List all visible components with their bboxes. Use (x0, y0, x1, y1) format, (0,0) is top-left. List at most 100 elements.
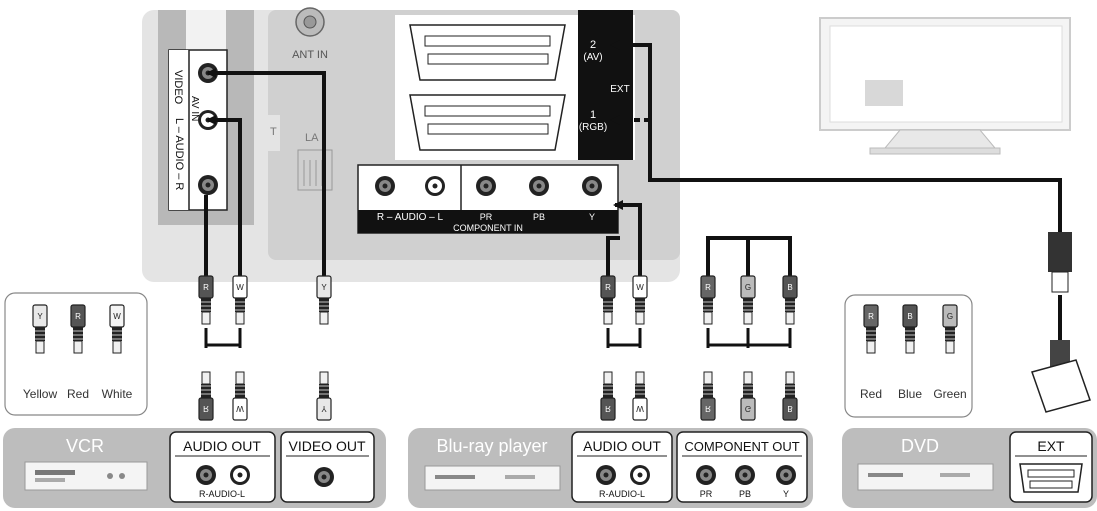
bluray-component-out: COMPONENT OUT PR PB Y (676, 431, 808, 503)
vcr-video-out-label: VIDEO OUT (288, 438, 365, 454)
scart-1-sub: (RGB) (579, 122, 607, 133)
dvd-icon (857, 463, 994, 491)
svg-text:W: W (236, 283, 244, 292)
svg-text:R: R (203, 404, 209, 413)
bluray-pr-label: PR (700, 489, 713, 499)
bluray-audio-l-out-jack (630, 465, 650, 485)
legend-right-red: R (863, 304, 879, 354)
av-in-audio-label: L – AUDIO – R (173, 118, 185, 190)
vcr-video-out-jack (314, 467, 334, 487)
legend-left-white: W (109, 304, 125, 354)
bluray-y-label: Y (783, 489, 789, 499)
legend-right: R B G Red Blue Green (844, 294, 973, 418)
svg-text:R: R (605, 404, 611, 413)
svg-text:R: R (75, 312, 81, 321)
bluray-component-out-label: COMPONENT OUT (684, 439, 799, 454)
lower-plugs: R W Y R W R G B (198, 371, 798, 421)
svg-text:R: R (705, 404, 711, 413)
plug-comp-g-upper: G (740, 275, 756, 325)
scart-1-num: 1 (590, 109, 596, 121)
lower-cable-joins (204, 328, 792, 348)
svg-text:R: R (203, 283, 209, 292)
svg-text:G: G (745, 283, 751, 292)
legend-left-red-label: Red (67, 387, 89, 401)
lan-port: T LA (258, 115, 333, 191)
svg-text:Y: Y (37, 312, 43, 321)
vcr-audio-sub: R-AUDIO-L (199, 489, 245, 499)
scart-connector-1 (409, 94, 566, 151)
svg-text:W: W (236, 404, 244, 413)
svg-text:Y: Y (321, 404, 327, 413)
plug-comp-r-upper: R (700, 275, 716, 325)
svg-text:W: W (636, 404, 644, 413)
tv-rear-panel: VIDEO L – AUDIO – R AV IN ANT IN T LA (142, 7, 680, 282)
vcr-name: VCR (66, 436, 104, 456)
av-in-video-label: VIDEO (172, 70, 184, 105)
vcr-audio-l-out-jack (230, 465, 250, 485)
plug-bluray-r-lower: R (600, 371, 616, 421)
bluray-device: Blu-ray player AUDIO OUT R-AUDIO-L COMPO… (408, 428, 813, 508)
plug-vcr-r-lower: R (198, 371, 214, 421)
av-in-title: AV IN (189, 96, 200, 121)
plug-vcr-y-lower: Y (316, 371, 332, 421)
ant-in: ANT IN (292, 7, 328, 61)
plug-comp-r-lower: R (700, 371, 716, 421)
upper-plugs: R W Y R W R G B (198, 275, 798, 325)
lan-label: LA (305, 132, 319, 144)
lan-side-mark: T (270, 126, 277, 138)
component-audio-label: R – AUDIO – L (377, 212, 444, 223)
tv-illustration (819, 17, 1071, 155)
bluray-pb-label: PB (739, 489, 751, 499)
scart-av-cable (610, 40, 1062, 232)
vcr-video-cable (206, 68, 326, 278)
dvd-device: DVD EXT (842, 428, 1097, 508)
vcr-audio-out: AUDIO OUT R-AUDIO-L (169, 431, 276, 503)
svg-text:B: B (907, 312, 912, 321)
bluray-audio-out: AUDIO OUT R-AUDIO-L (571, 431, 673, 503)
svg-text:R: R (705, 283, 711, 292)
component-y-jack (582, 176, 602, 196)
bluray-audio-r-cable (606, 236, 620, 278)
component-pr-label: PR (480, 212, 493, 222)
legend-left-yellow: Y (32, 304, 48, 354)
bluray-y-out-jack (776, 465, 796, 485)
vcr-device: VCR AUDIO OUT R-AUDIO-L VIDEO OUT (3, 428, 386, 508)
legend-right-red-label: Red (860, 387, 882, 401)
scart-connector-2 (409, 24, 566, 81)
legend-right-blue: B (902, 304, 918, 354)
vcr-icon (24, 461, 148, 491)
component-in-title: COMPONENT IN (453, 223, 523, 233)
legend-right-green-label: Green (933, 387, 966, 401)
component-audio-l-jack (425, 176, 445, 196)
legend-left: Y R W Yellow Red White (4, 292, 148, 416)
ant-in-label: ANT IN (292, 49, 328, 61)
bluray-audio-l-cable (613, 200, 642, 278)
scart-plug-lower (1031, 340, 1091, 413)
bluray-audio-out-label: AUDIO OUT (583, 438, 661, 454)
component-pr-jack (476, 176, 496, 196)
bluray-pr-out-jack (696, 465, 716, 485)
av-in-audio-r-jack (198, 175, 218, 195)
legend-left-white-label: White (102, 387, 133, 401)
bluray-pb-out-jack (735, 465, 755, 485)
legend-left-red: R (70, 304, 86, 354)
vcr-video-out: VIDEO OUT (280, 431, 375, 503)
svg-text:W: W (636, 283, 644, 292)
component-y-label: Y (589, 212, 595, 222)
svg-text:R: R (868, 312, 874, 321)
scart-block: 2 (AV) EXT 1 (RGB) (395, 10, 635, 160)
plug-comp-b-upper: B (782, 275, 798, 325)
vcr-audio-r-out-jack (196, 465, 216, 485)
legend-right-blue-label: Blue (898, 387, 922, 401)
bluray-audio-sub: R-AUDIO-L (599, 489, 645, 499)
plug-bluray-r-upper: R (600, 275, 616, 325)
plug-bluray-w-upper: W (632, 275, 648, 325)
component-audio-r-jack (375, 176, 395, 196)
svg-text:W: W (113, 312, 121, 321)
svg-text:G: G (745, 404, 751, 413)
svg-text:R: R (605, 283, 611, 292)
component-in-block: R – AUDIO – L PR PB Y COMPONENT IN (357, 164, 619, 234)
av-in-block: VIDEO L – AUDIO – R AV IN (168, 49, 228, 211)
plug-comp-b-lower: B (782, 371, 798, 421)
